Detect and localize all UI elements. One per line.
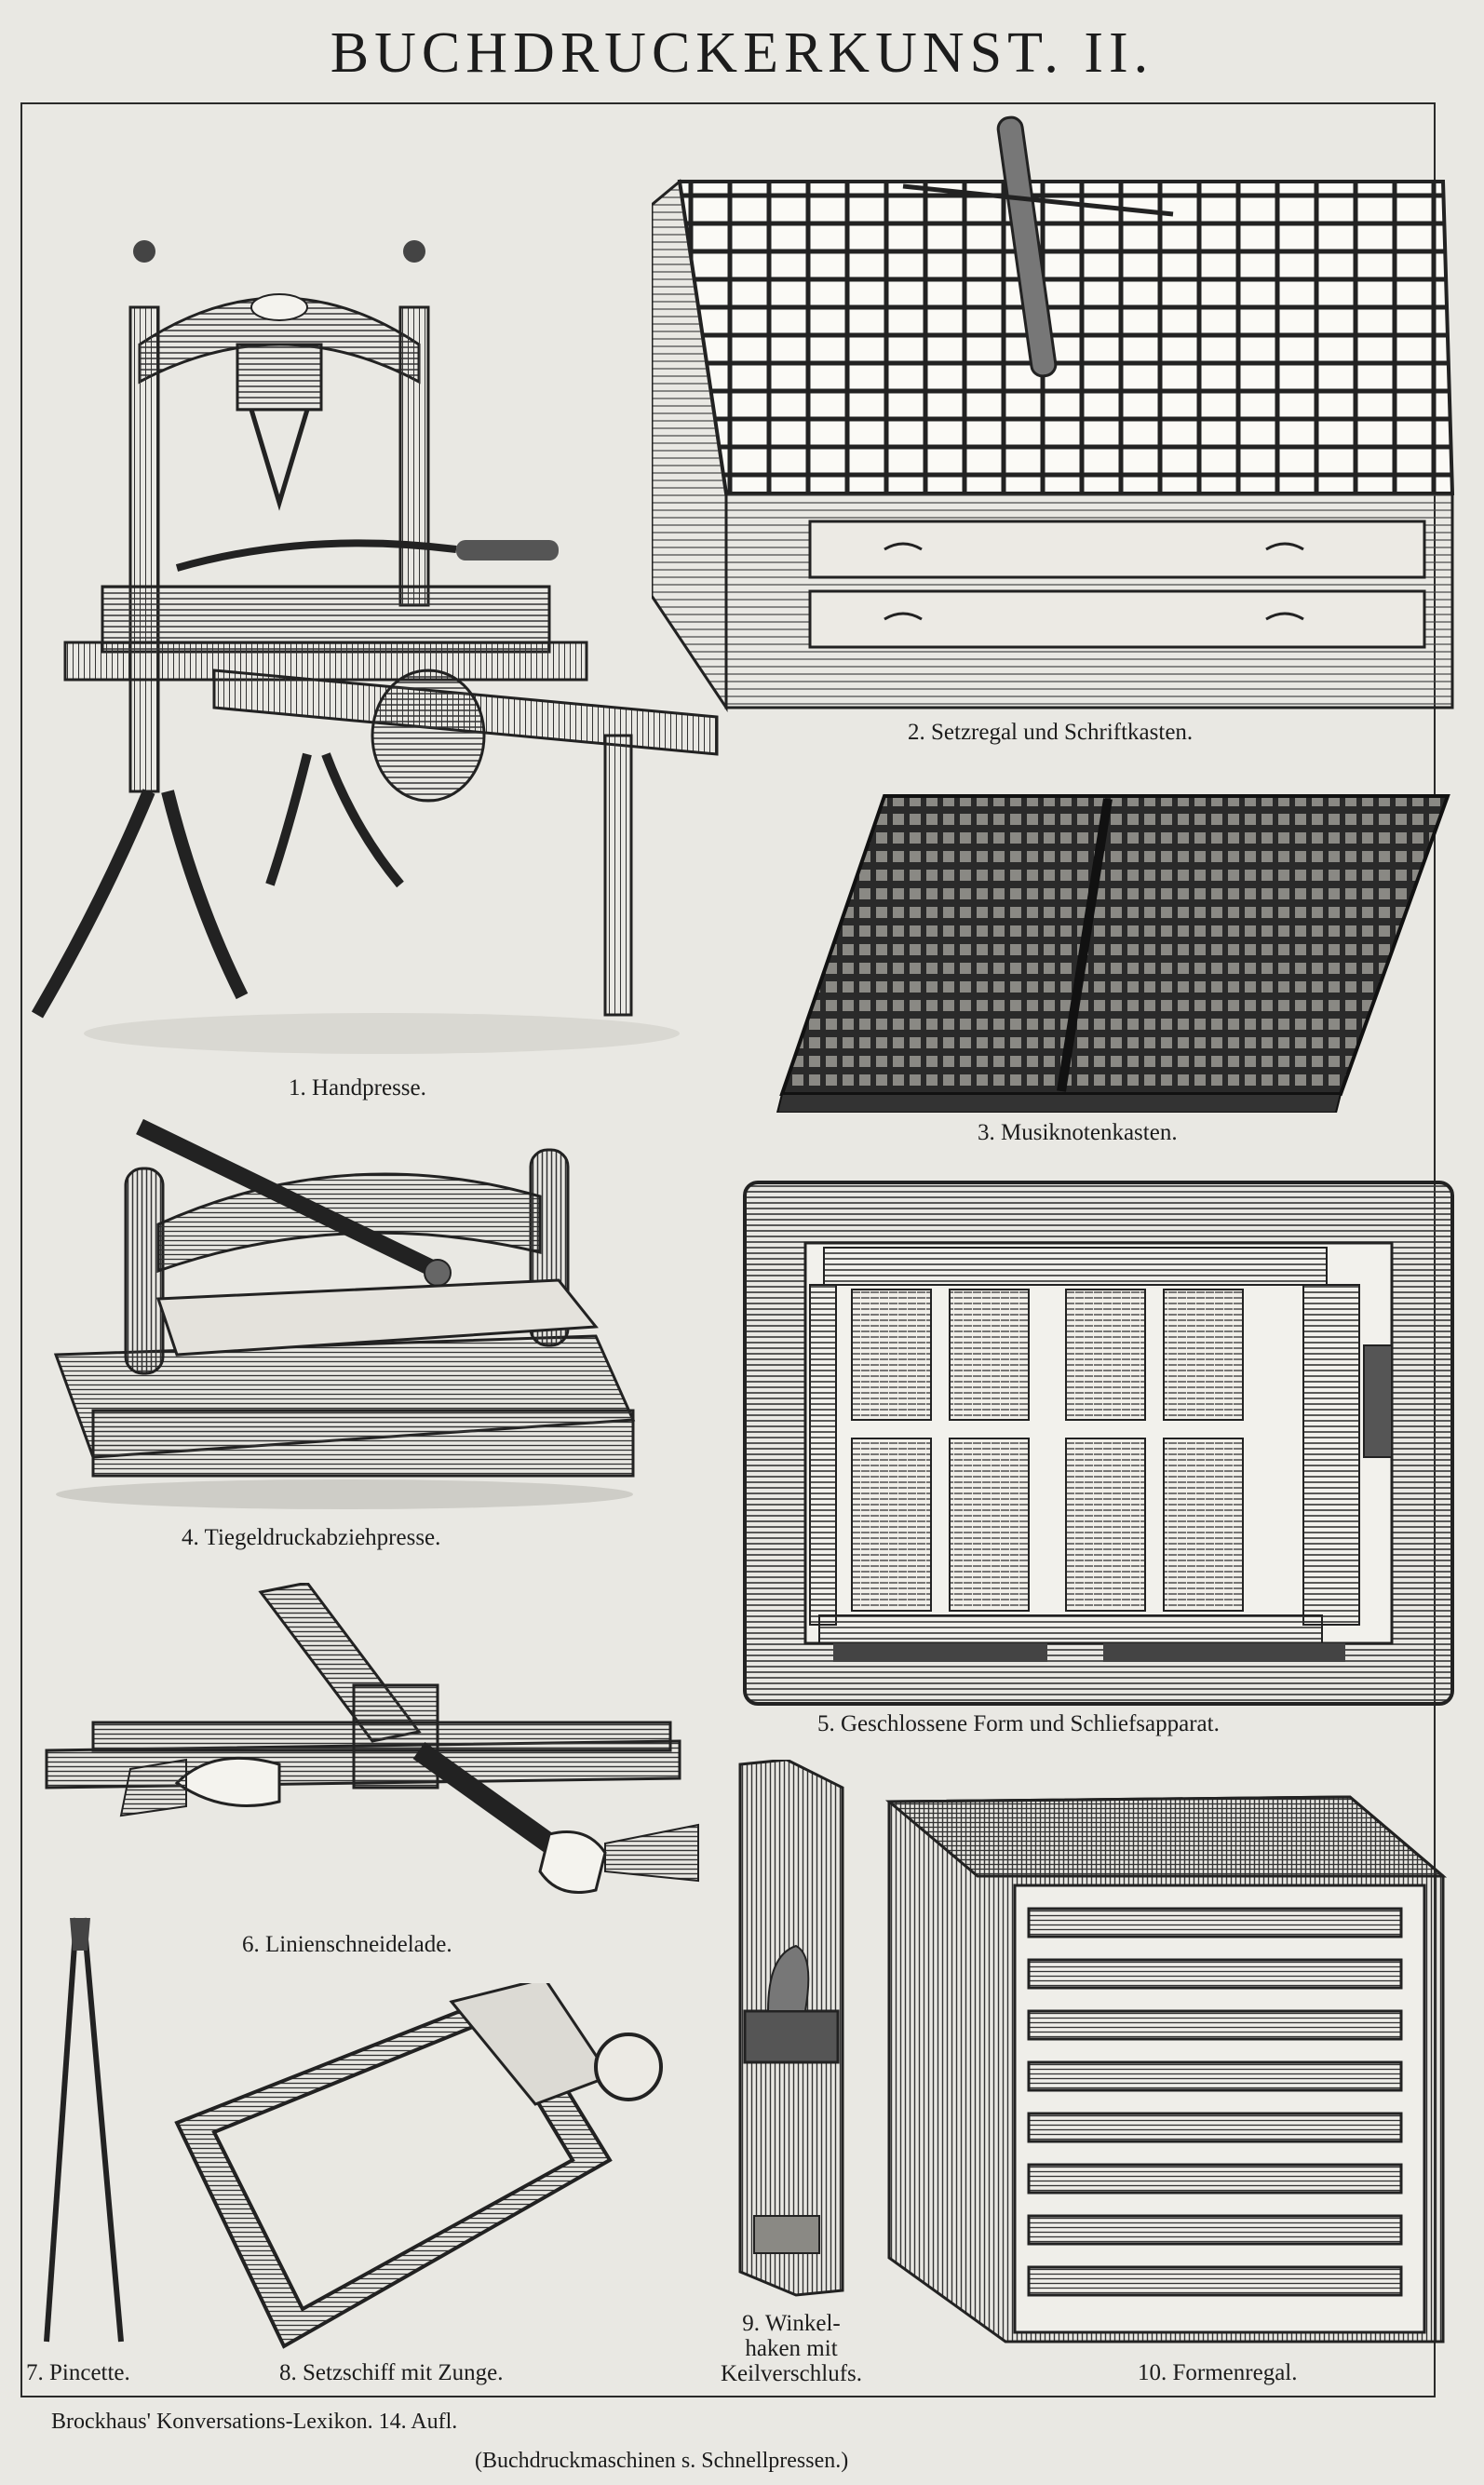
locked-form-illustration [740, 1178, 1457, 1708]
composing-stick-illustration [731, 1760, 852, 2300]
galley-illustration [172, 1983, 684, 2356]
caption-fig9: 9. Winkel- haken mit Keilverschlufs. [670, 2311, 912, 2386]
caption-fig9-line3: Keilverschlufs. [720, 2361, 863, 2386]
tweezers-illustration [28, 1913, 130, 2346]
caption-fig8: 8. Setzschiff mit Zunge. [279, 2360, 504, 2385]
type-case-cabinet-illustration [652, 112, 1462, 717]
caption-fig3: 3. Musiknotenkasten. [978, 1120, 1178, 1145]
caption-fig4: 4. Tiegeldruckabziehpresse. [182, 1525, 441, 1550]
caption-fig1: 1. Handpresse. [289, 1075, 426, 1101]
caption-fig6: 6. Linienschneidelade. [242, 1932, 452, 1957]
caption-fig9-line1: 9. Winkel- [742, 2311, 841, 2336]
caption-fig7: 7. Pincette. [26, 2360, 130, 2385]
plate-title: BUCHDRUCKERKUNST. II. [330, 21, 1154, 85]
caption-fig2: 2. Setzregal und Schriftkasten. [908, 720, 1194, 745]
rule-cutter-illustration [28, 1583, 708, 1927]
form-rack-illustration [884, 1792, 1452, 2351]
footer-note: (Buchdruckmaschinen s. Schnellpressen.) [475, 2449, 849, 2473]
music-notes-case-illustration [773, 791, 1452, 1113]
footer-source: Brockhaus' Konversations-Lexikon. 14. Au… [51, 2410, 458, 2434]
platen-proof-press-illustration [37, 1113, 652, 1513]
caption-fig10: 10. Formenregal. [1138, 2360, 1298, 2385]
handpress-illustration [28, 233, 735, 1071]
caption-fig9-line2: haken mit [745, 2336, 838, 2361]
caption-fig5: 5. Geschlossene Form und Schliefsapparat… [817, 1711, 1220, 1736]
